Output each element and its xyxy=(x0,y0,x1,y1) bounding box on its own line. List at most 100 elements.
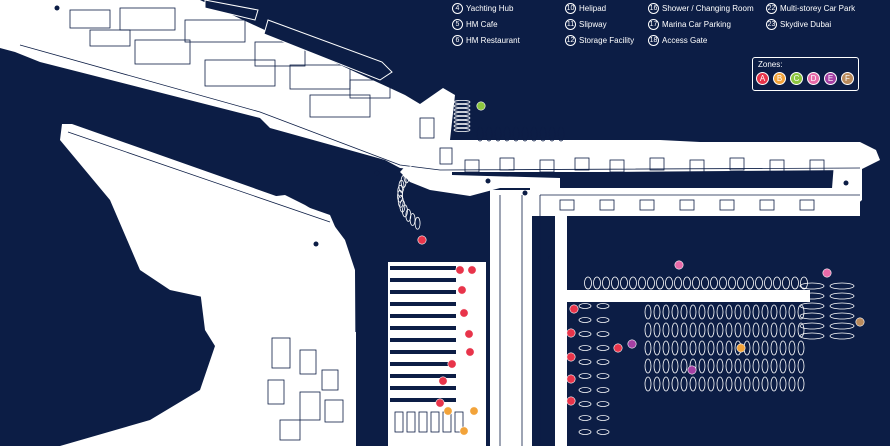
zone-badge-d[interactable]: D xyxy=(807,72,820,85)
berth-line xyxy=(390,350,456,354)
boat xyxy=(656,276,664,290)
boat xyxy=(799,292,825,300)
zone-marker-a xyxy=(417,235,427,245)
zone-badge-a[interactable]: A xyxy=(756,72,769,85)
boat xyxy=(734,358,742,374)
building-lot xyxy=(599,199,615,211)
boat xyxy=(725,340,733,356)
boat xyxy=(596,317,610,323)
legend-label: Access Gate xyxy=(662,35,708,45)
boat xyxy=(596,387,610,393)
boat xyxy=(707,376,715,392)
boat xyxy=(716,340,724,356)
zones-legend: Zones: A B C D E F xyxy=(752,57,859,91)
boat xyxy=(596,373,610,379)
boat xyxy=(788,340,796,356)
zone-marker-a xyxy=(455,265,465,275)
building-lot xyxy=(89,29,131,47)
berth-line xyxy=(390,314,456,318)
boat xyxy=(644,376,652,392)
boat xyxy=(829,332,855,340)
boat xyxy=(644,322,652,338)
map-point xyxy=(313,241,319,247)
boat xyxy=(653,376,661,392)
boat xyxy=(596,359,610,365)
boat xyxy=(698,304,706,320)
boat xyxy=(689,322,697,338)
building-lot xyxy=(769,159,785,173)
east-spine xyxy=(555,216,567,446)
building-lot xyxy=(539,159,555,173)
legend-number: 23 xyxy=(766,18,777,30)
berth-line xyxy=(390,326,456,330)
boat xyxy=(716,376,724,392)
building-lot xyxy=(134,39,191,65)
zone-marker-a xyxy=(465,347,475,357)
legend-number: 22 xyxy=(766,2,777,14)
boat xyxy=(653,340,661,356)
zone-marker-a xyxy=(457,285,467,295)
boat xyxy=(743,322,751,338)
central-pier xyxy=(490,190,532,446)
boat xyxy=(453,104,471,108)
boat xyxy=(737,276,745,290)
boat xyxy=(698,376,706,392)
zone-badge-f[interactable]: F xyxy=(841,72,854,85)
boat xyxy=(746,276,754,290)
boat xyxy=(829,322,855,330)
boat xyxy=(716,322,724,338)
boat xyxy=(596,415,610,421)
boat xyxy=(779,376,787,392)
boat xyxy=(578,373,592,379)
map-point xyxy=(522,190,528,196)
building-lot xyxy=(689,159,705,173)
zone-badge-e[interactable]: E xyxy=(824,72,837,85)
legend-label: Yachting Hub xyxy=(466,3,514,13)
boat xyxy=(689,340,697,356)
boat xyxy=(644,358,652,374)
boat xyxy=(707,322,715,338)
boat xyxy=(725,358,733,374)
map-point xyxy=(485,178,491,184)
building-lot xyxy=(464,159,480,173)
boat xyxy=(710,276,718,290)
boat xyxy=(414,216,421,230)
berth-slip xyxy=(394,411,404,433)
boat xyxy=(530,126,538,142)
zone-badge-c[interactable]: C xyxy=(790,72,803,85)
south-dock xyxy=(392,410,472,446)
boat xyxy=(782,276,790,290)
building-lot xyxy=(719,199,735,211)
boat xyxy=(476,126,484,142)
boat xyxy=(761,340,769,356)
map-point xyxy=(374,170,380,176)
legend-number: 17 xyxy=(648,18,659,30)
boat xyxy=(689,304,697,320)
legend-label: Shower / Changing Room xyxy=(662,3,754,13)
boat xyxy=(752,304,760,320)
building-lot xyxy=(809,159,825,173)
building-lot xyxy=(324,399,344,423)
boat xyxy=(799,332,825,340)
zone-marker-b xyxy=(443,406,453,416)
boat xyxy=(761,358,769,374)
zone-badge-b[interactable]: B xyxy=(773,72,786,85)
boat xyxy=(689,376,697,392)
boat xyxy=(596,331,610,337)
boat xyxy=(578,401,592,407)
boat xyxy=(799,282,825,290)
boat xyxy=(743,358,751,374)
berth-slip xyxy=(406,411,416,433)
